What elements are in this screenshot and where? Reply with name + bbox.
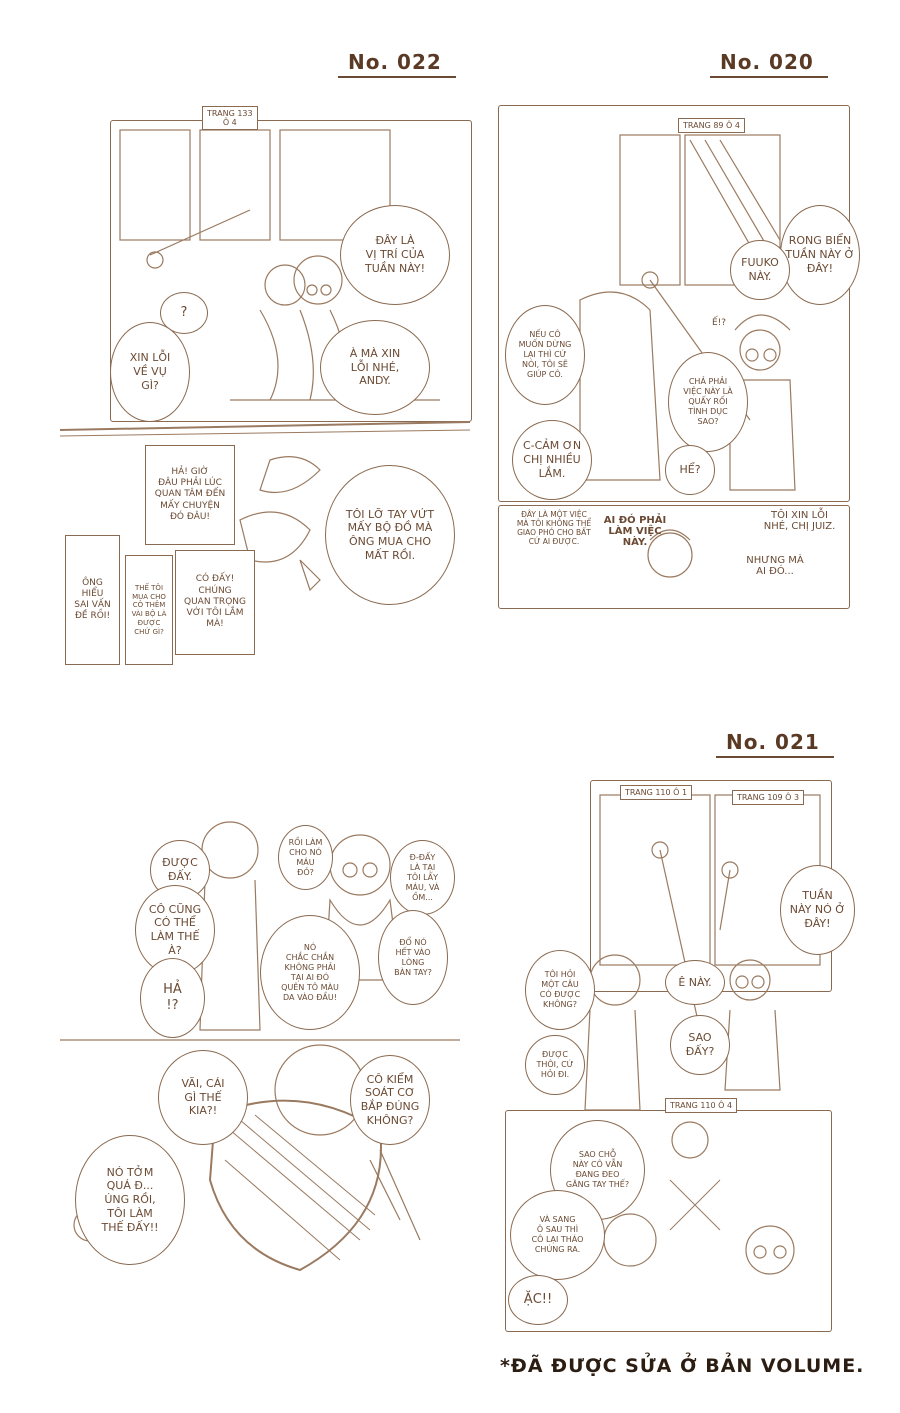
strip-021-page-tag-b: TRANG 109 Ô 3 [732,790,805,805]
strip-022-bubble-sorry-what: XIN LỖI VỀ VỤ GÌ? [110,322,190,422]
strip-022-box-bought: THẾ TÔI MUA CHO CÔ THÊM VÀI BỘ LÀ ĐƯỢC C… [125,555,173,665]
strip-021: TRANG 110 Ô 1 TRANG 109 Ô 3 TUẦN NÀY NÓ … [490,770,860,1340]
strip-022-panel-top [110,120,472,422]
header-no020-underline [710,76,828,78]
strip-020-txt-but-someone: NHƯNG MÀ AI ĐÓ... [746,555,804,577]
strip-022-bubble-clothes: TÔI LỠ TAY VỨT MẤY BỘ ĐỒ MÀ ÔNG MUA CHO … [325,465,455,605]
strip-020-txt-sorry-juiz: TÔI XIN LỖI NHÉ, CHỊ JUIZ. [763,510,836,532]
strip-022-box-important: CÓ ĐẤY! CHÚNG QUAN TRỌNG VỚI TÔI LẮM MÀ! [175,550,255,655]
strip-021-bubble-hey: Ê NÀY. [665,960,725,1005]
strip-lb-bubble-gross: NÓ TỞM QUÁ Đ... ÚNG RỒI, TÔI LÀM THẾ ĐẤY… [75,1135,185,1265]
strip-lb-bubble-did-it: Đ-ĐẤY LÀ TẠI TÔI LẤY MÁU, VÀ ỒM... [390,840,455,915]
strip-021-bubble-later: VÀ SANG Ô SAU THÌ CÔ LẠI THÁO CHÚNG RA. [510,1190,605,1280]
strip-021-bubble-why: SAO ĐẤY? [670,1015,730,1075]
strip-022: TRANG 133 Ô 4 ĐÂY LÀ VỊ TRÍ CỦA TUẦN NÀY… [59,100,472,670]
strip-020-page-tag: TRANG 89 Ô 4 [678,118,745,133]
strip-020-bubble-huh: HỂ? [665,445,715,495]
strip-021-bubble-ack: ẶC!! [508,1275,568,1325]
strip-021-page-tag-a: TRANG 110 Ô 1 [620,785,693,800]
header-no020: No. 020 [720,50,814,74]
strip-020-box-someone: AI ĐÓ PHẢI LÀM VIỆC NÀY. [603,515,667,548]
strip-lb-bubble-muscle: CÔ KIỂM SOÁT CƠ BẮP ĐÚNG KHÔNG? [350,1055,430,1145]
strip-022-bubble-here: ĐÂY LÀ VỊ TRÍ CỦA TUẦN NÀY! [340,205,450,305]
strip-lb-bubble-all-hands: ĐỔ NÓ HẾT VÀO LÒNG BÀN TAY? [378,910,448,1005]
strip-020-box-job: ĐÂY LÀ MỘT VIỆC MÀ TÔI KHÔNG THỂ GIAO PH… [516,510,592,546]
strip-lb-bubble-surely: NÓ CHẮC CHẮN KHÔNG PHẢI TẠI AI ĐÓ QUÊN T… [260,915,360,1030]
strip-020-bubble-thanks: C-CẢM ƠN CHỊ NHIỀU LẮM. [512,420,592,500]
header-no021: No. 021 [726,730,820,754]
strip-020-sketch-art [579,134,796,578]
strip-022-bubble-apology: À MÀ XIN LỖI NHÉ, ANDY. [320,320,430,415]
strip-lb-bubble-what-is: VÃI, CÁI GÌ THẾ KIA?! [158,1050,248,1145]
header-no022: No. 022 [348,50,442,74]
strip-022-box-not-time: HẢ! GIỜ ĐÂU PHẢI LÚC QUAN TÂM ĐẾN MẤY CH… [145,445,235,545]
strip-020-panel-top [498,105,850,502]
strip-020-sfx-eh: Ế!? [712,318,727,328]
strip-lb-bubble-already-bleed: RỒI LÀM CHO NÓ MÁU ĐỎ? [278,825,333,890]
strip-022-box-misunderstood: ÔNG HIỂU SAI VẤN ĐỀ RỒI! [65,535,120,665]
strip-left-bottom: ĐƯỢC ĐẤY. CÔ CŨNG CÓ THỂ LÀM THẾ À? RỒI … [60,800,460,1280]
strip-lb-bubble-can-do: CÔ CŨNG CÓ THỂ LÀM THẾ À? [135,885,215,975]
header-no021-underline [716,756,834,758]
strip-020-bubble-fuuko: FUUKO NÀY. [730,240,790,300]
strip-lb-bubble-ha: HẢ !? [140,958,205,1038]
strip-left-bottom-sketch-art [60,821,460,1272]
strip-020-bubble-not-job: CHẢ PHẢI VIỆC NÀY LÀ QUẤY RỐI TÌNH DỤC S… [668,352,748,452]
footnote-volume-fix: *ĐÃ ĐƯỢC SỬA Ở BẢN VOLUME. [500,1355,865,1377]
strip-021-bubble-here: TUẦN NÀY NÓ Ở ĐÂY! [780,865,855,955]
strip-020: TRANG 89 Ô 4 RONG BIỂN TUẦN NÀY Ở ĐÂY! F… [490,100,860,610]
strip-021-bubble-ask: TÔI HỎI MỘT CÂU CÓ ĐƯỢC KHÔNG? [525,950,595,1030]
strip-021-page-tag-c: TRANG 110 Ô 4 [665,1098,738,1113]
header-no022-underline [338,76,456,78]
strip-020-bubble-if-want: NẾU CÔ MUỐN DỪNG LẠI THÌ CỨ NÓI, TÔI SẼ … [505,305,585,405]
strip-022-page-tag: TRANG 133 Ô 4 [202,106,258,130]
strip-020-panel-bottom [498,505,850,609]
strip-021-bubble-sure: ĐƯỢC THÔI, CỨ HỎI ĐI. [525,1035,585,1095]
strip-020-bubble-seaweed: RONG BIỂN TUẦN NÀY Ở ĐÂY! [780,205,860,305]
